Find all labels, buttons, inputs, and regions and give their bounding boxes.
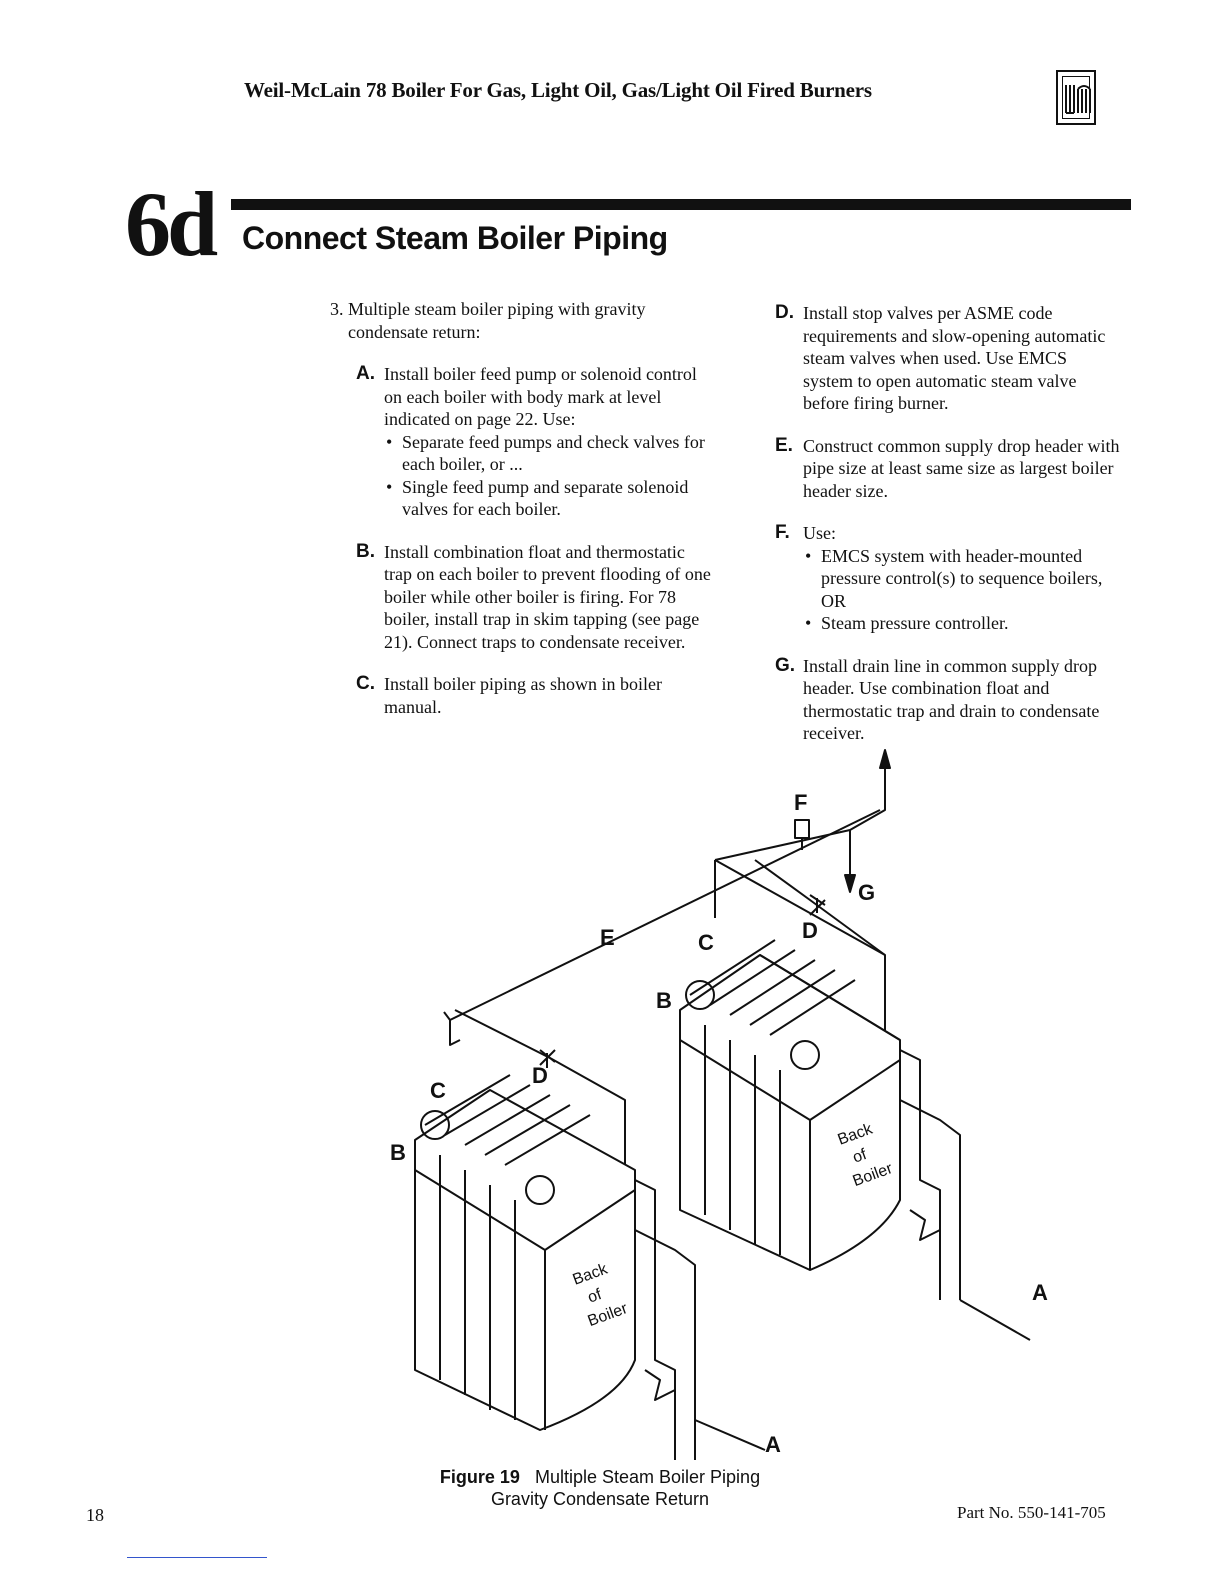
label-c-right: C [698, 930, 714, 955]
step-letter: D. [775, 302, 794, 323]
step-e: E. Construct common supply drop header w… [775, 435, 1120, 503]
bullet-item: Separate feed pumps and check valves for… [384, 431, 715, 476]
page-number: 18 [86, 1505, 104, 1525]
step-c: C. Install boiler piping as shown in boi… [356, 673, 715, 718]
valve-d-left [539, 1049, 556, 1068]
part-number: Part No. 550-141-705 [957, 1503, 1106, 1522]
common-header-pipe [449, 809, 881, 1021]
step-letter: F. [775, 522, 790, 543]
wm-logo-icon [1056, 70, 1096, 125]
section-title: Connect Steam Boiler Piping [242, 220, 668, 256]
step-letter: B. [356, 540, 375, 562]
figure-title: Multiple Steam Boiler Piping [534, 1467, 761, 1487]
left-branch-pipe [454, 1009, 626, 1190]
boiler-of-text: of [586, 1286, 605, 1307]
step-text: Install combination float and thermostat… [384, 541, 711, 652]
label-g: G [858, 880, 875, 905]
step-text: Install boiler piping as shown in boiler… [384, 674, 662, 717]
label-f: F [794, 790, 807, 815]
left-column: 3. Multiple steam boiler piping with gra… [330, 298, 715, 718]
bullet-item: Steam pressure controller. [803, 612, 1120, 635]
step-letter: C. [356, 673, 375, 694]
intro-paragraph: 3. Multiple steam boiler piping with gra… [330, 298, 715, 343]
label-d-right: D [802, 918, 818, 943]
step-letter: A. [356, 363, 375, 384]
step-a: A. Install boiler feed pump or solenoid … [356, 363, 715, 521]
step-g: G. Install drain line in common supply d… [775, 655, 1120, 745]
right-boiler [679, 939, 1031, 1341]
label-d-left: D [532, 1063, 548, 1088]
step-letter: E. [775, 434, 793, 456]
header-title: Weil-McLain 78 Boiler For Gas, Light Oil… [244, 78, 872, 102]
section-number: 6d [125, 173, 218, 275]
step-text: Use: [803, 523, 836, 543]
pressure-control-box [794, 819, 810, 839]
step-text: Install boiler feed pump or solenoid con… [384, 364, 697, 429]
label-a-left: A [765, 1432, 781, 1457]
bullet-item: EMCS system with header-mounted pressure… [803, 545, 1120, 613]
step-text: Construct common supply drop header with… [803, 435, 1120, 501]
figure-subtitle: Gravity Condensate Return [490, 1489, 710, 1509]
bullet-item: Single feed pump and separate solenoid v… [384, 476, 715, 521]
figure-label: Figure 19 [439, 1467, 520, 1487]
label-a-right: A [1032, 1280, 1048, 1305]
step-b: B. Install combination float and thermos… [356, 541, 715, 654]
riser-arrow [879, 749, 891, 769]
step-d: D. Install stop valves per ASME code req… [775, 302, 1120, 415]
step-text: Install stop valves per ASME code requir… [803, 303, 1106, 413]
intro-text: Multiple steam boiler piping with gravit… [348, 299, 646, 342]
label-b-left: B [390, 1140, 406, 1165]
right-column: D. Install stop valves per ASME code req… [775, 302, 1120, 745]
step-f: F. Use: EMCS system with header-mounted … [775, 522, 1120, 635]
step-letter: G. [775, 654, 796, 676]
step-text: Install drain line in common supply drop… [803, 655, 1100, 744]
left-header-drop [443, 1011, 461, 1046]
left-boiler [414, 1074, 766, 1460]
intro-number: 3. [330, 299, 344, 319]
g-arrow [844, 874, 856, 893]
section-rule [231, 199, 1131, 210]
piping-diagram: F G D E C B D C B A A Back of Boiler Bac… [390, 749, 1048, 1460]
label-e: E [600, 925, 615, 950]
figure-caption: Figure 19 Multiple Steam Boiler Piping G… [380, 1466, 820, 1510]
label-b-right: B [656, 988, 672, 1013]
boiler-of-text: of [851, 1146, 870, 1167]
label-c-left: C [430, 1078, 446, 1103]
bottom-link-line [127, 1557, 267, 1558]
